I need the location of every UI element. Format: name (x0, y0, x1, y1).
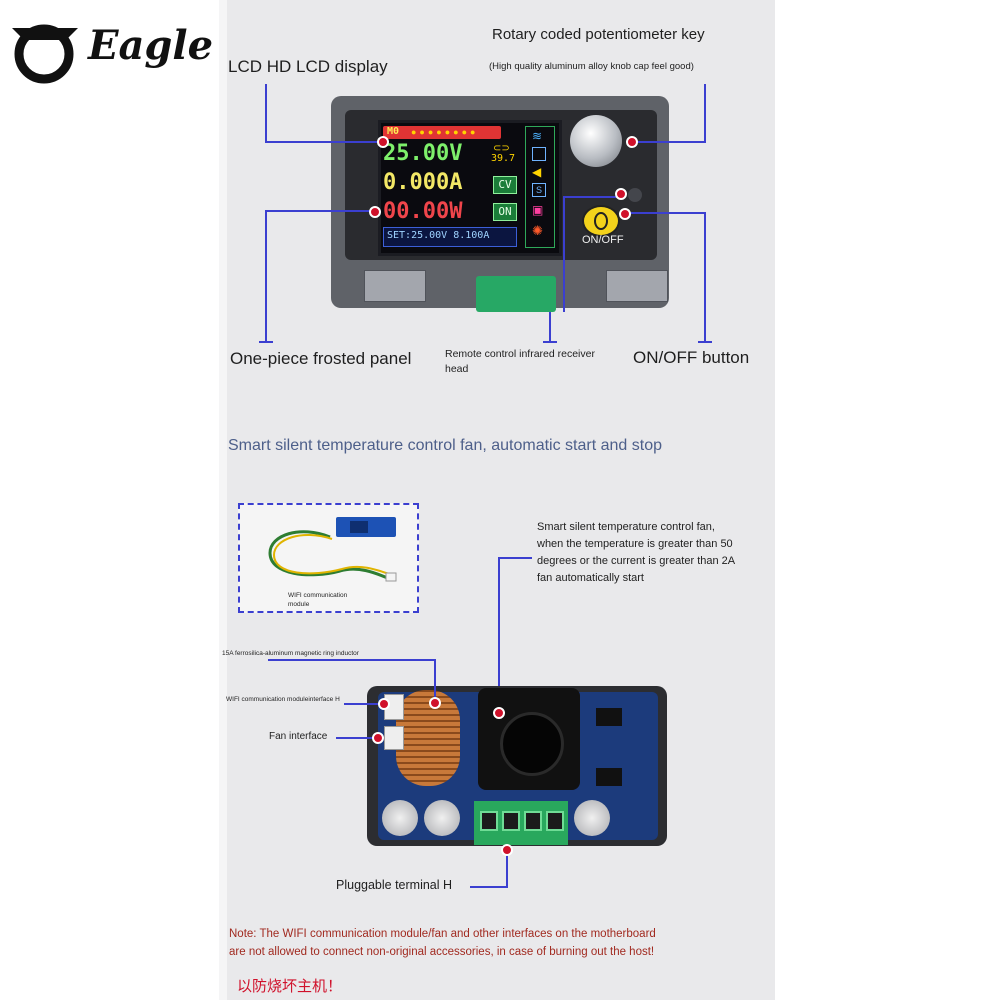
terminal-slot-1 (480, 811, 498, 831)
callout-line-fan-h (498, 557, 532, 559)
callout-tick-ir (543, 341, 557, 343)
callout-dot-terminal (501, 844, 513, 856)
callout-line-terminal-v (506, 850, 508, 888)
lock-icon: ▣ (532, 203, 544, 217)
wifi-module-box: WIFI communication module (238, 503, 419, 613)
lcd-set-bar: SET:25.00V 8.100A (383, 227, 517, 247)
callout-line-fan-interface (336, 737, 376, 739)
device-foot-left (364, 270, 426, 302)
ic-chip-2 (596, 768, 622, 786)
onoff-device-label: ON/OFF (582, 234, 624, 246)
callout-dot-wifi-interface (378, 698, 390, 710)
callout-line-ir-v (563, 196, 565, 312)
callout-line-knob-v (704, 84, 706, 142)
lcd-current: 0.000A (383, 170, 463, 195)
callout-line-ir-h (563, 196, 621, 198)
inductor-label: 15A ferrosilica-aluminum magnetic ring i… (222, 650, 359, 657)
callout-line-fan-v (498, 557, 500, 713)
pluggable-terminal-label: Pluggable terminal H (336, 878, 453, 892)
lcd-status-column: ≋ ◀ S ▣ ✺ (525, 126, 555, 248)
callout-line-panel-h (265, 210, 373, 212)
callout-line-lcd-v (265, 84, 267, 142)
terminal-slot-4 (546, 811, 564, 831)
callout-dot-fan (493, 707, 505, 719)
note-line-1: Note: The WIFI communication module/fan … (229, 928, 656, 940)
terminal-slot-3 (524, 811, 542, 831)
remote-ir-label: Remote control infrared receiver head (445, 348, 595, 375)
fan-description: Smart silent temperature control fan, wh… (537, 519, 735, 587)
display-icon (532, 147, 546, 161)
eagle-logo: Eagle (8, 10, 223, 85)
rotary-subtitle: (High quality aluminum alloy knob cap fe… (489, 61, 694, 72)
callout-line-ir-stem (549, 312, 551, 342)
fan-interface-label: Fan interface (269, 731, 328, 742)
callout-dot-inductor (429, 697, 441, 709)
wifi-module-label: WIFI communication module (288, 592, 348, 608)
terminal-slot-2 (502, 811, 520, 831)
wifi-module-image (268, 517, 397, 582)
power-icon (594, 212, 608, 230)
eagle-logo-icon (12, 24, 78, 84)
fan-desc-line-1: Smart silent temperature control fan, (537, 521, 715, 533)
note-line-2: are not allowed to connect non-original … (229, 946, 655, 958)
callout-dot-lcd (377, 136, 389, 148)
fan-hub (500, 712, 564, 776)
panel-edge (219, 0, 227, 1000)
callout-line-lcd-h (265, 141, 381, 143)
lcd-screen: M0 ●●●●●●●● 25.00V 0.000A 00.00W ⊂⊃ 39.7… (378, 120, 562, 256)
callout-line-wifi-interface (344, 703, 380, 705)
lcd-voltage: 25.00V (383, 141, 463, 166)
callout-dot-onoff (619, 208, 631, 220)
callout-tick-onoff (698, 341, 712, 343)
callout-tick-panel (259, 341, 273, 343)
thermometer-icon: ⊂⊃ (493, 143, 510, 154)
callout-dot-knob (626, 136, 638, 148)
callout-line-terminal-h (470, 886, 508, 888)
rotary-title: Rotary coded potentiometer key (492, 26, 705, 43)
brightness-icon: ✺ (532, 223, 543, 238)
onoff-button-label: ON/OFF button (633, 348, 750, 367)
lcd-power: 00.00W (383, 199, 463, 224)
onoff-button[interactable] (582, 205, 620, 237)
callout-line-onoff-h (626, 212, 706, 214)
magnetic-ring-inductor (396, 690, 460, 786)
callout-line-inductor-h (268, 659, 436, 661)
fan-desc-line-3: degrees or the current is greater than 2… (537, 555, 736, 567)
wifi-icon: ≋ (532, 129, 543, 143)
on-indicator: ON (493, 203, 517, 221)
callout-line-knob-h (634, 141, 706, 143)
s-icon: S (532, 183, 546, 197)
wifi-interface-label: WIFI communication moduleinterface H (226, 696, 340, 703)
lcd-mode-bar: M0 ●●●●●●●● (383, 126, 501, 139)
capacitor-middle (424, 800, 460, 836)
fan-desc-line-2: when the temperature is greater than 50 (537, 538, 733, 550)
frosted-panel-label: One-piece frosted panel (230, 349, 412, 368)
lcd-temperature: 39.7 (491, 153, 516, 164)
callout-line-inductor-v (434, 659, 436, 701)
fan-desc-line-4: fan automatically start (537, 572, 644, 584)
brand-name: Eagle (88, 22, 214, 69)
callout-dot-panel (369, 206, 381, 218)
capacitor-right (574, 800, 610, 836)
callout-line-panel-v (265, 210, 267, 342)
fan-connector (384, 726, 404, 750)
output-terminal (476, 276, 556, 312)
callout-dot-ir (615, 188, 627, 200)
rotary-knob[interactable] (570, 115, 622, 167)
ir-receiver (628, 188, 642, 202)
callout-dot-fan-interface (372, 732, 384, 744)
lcd-set: SET:25.00V 8.100A (387, 230, 490, 241)
capacitor-left (382, 800, 418, 836)
cv-indicator: CV (493, 176, 517, 194)
lcd-mode: M0 (387, 126, 400, 137)
chinese-note: 以防烧坏主机！ (237, 977, 343, 995)
callout-line-onoff-v (704, 212, 706, 342)
ic-chip-1 (596, 708, 622, 726)
lcd-mode-dots: ●●●●●●●● (411, 127, 479, 137)
fan-heading: Smart silent temperature control fan, au… (228, 437, 662, 454)
speaker-icon: ◀ (532, 165, 542, 179)
device-foot-right (606, 270, 668, 302)
pluggable-terminal (474, 801, 568, 845)
lcd-display-label: LCD HD LCD display (228, 57, 388, 76)
